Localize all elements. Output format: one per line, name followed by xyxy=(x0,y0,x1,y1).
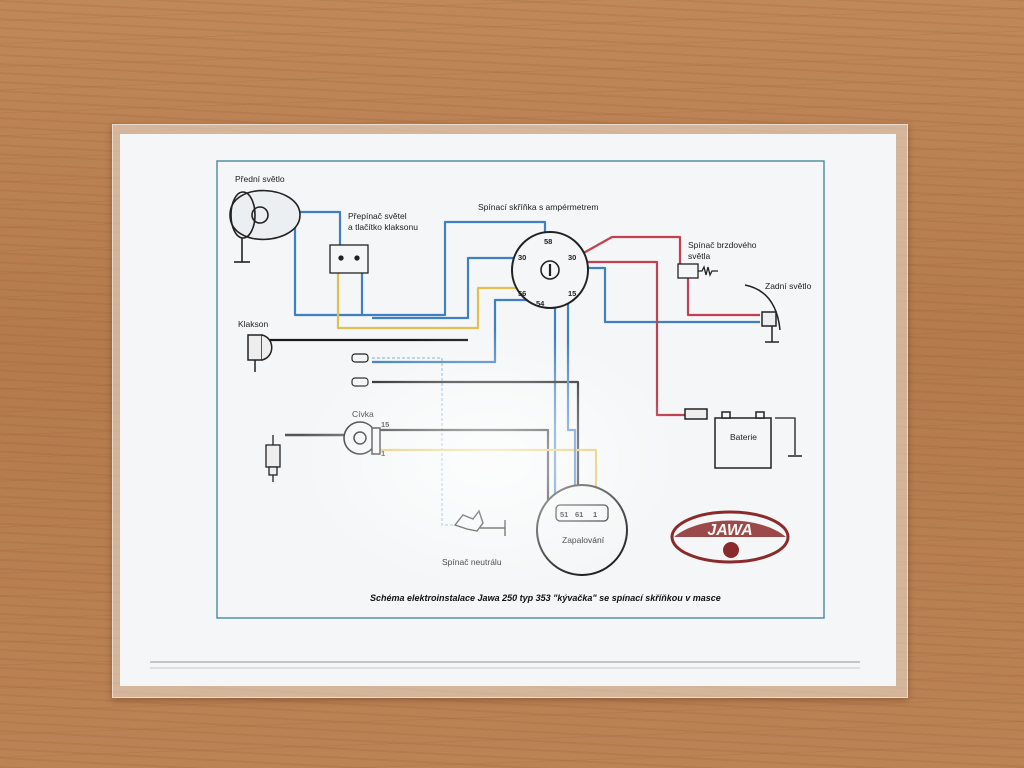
neutral-switch-icon xyxy=(453,509,506,536)
label-light-switch-2: a tlačítko klaksonu xyxy=(348,222,418,232)
wire-blue-tail xyxy=(585,266,760,324)
horn-icon xyxy=(247,334,273,372)
diagram-frame xyxy=(216,160,825,619)
wire-blue-15 xyxy=(566,300,577,505)
wire-blue-30 xyxy=(372,256,515,320)
coil-terminal-1: 1 xyxy=(381,449,385,458)
label-brake-switch-2: světla xyxy=(688,251,710,261)
label-tail-light: Zadní světlo xyxy=(765,281,812,291)
wire-red-battery xyxy=(585,260,685,417)
coil-terminal-15: 15 xyxy=(381,420,389,429)
tail-light-icon xyxy=(744,284,781,343)
label-headlight: Přední světlo xyxy=(235,174,285,184)
jawa-logo: JAWA xyxy=(670,510,790,564)
diagram-caption: Schéma elektroinstalace Jawa 250 typ 353… xyxy=(370,593,721,603)
label-brake-switch-1: Spínač brzdového xyxy=(688,240,757,250)
terminal-30-right: 30 xyxy=(568,253,576,262)
ignition-box-icon xyxy=(511,231,589,309)
wire-black-coil-15 xyxy=(380,428,550,505)
terminal-30-left: 30 xyxy=(518,253,526,262)
label-coil: Cívka xyxy=(352,409,374,419)
label-distributor: Zapalování xyxy=(562,535,605,545)
dist-terminal-51: 51 xyxy=(560,510,568,519)
dist-terminal-1: 1 xyxy=(593,510,597,519)
wire-blue-plug1 xyxy=(372,298,530,364)
terminal-15: 15 xyxy=(568,289,576,298)
terminal-58: 58 xyxy=(544,237,552,246)
wire-blue-dist xyxy=(553,300,560,507)
battery-icon xyxy=(684,408,772,469)
label-horn: Klakson xyxy=(238,319,269,329)
wire-battery-ground xyxy=(775,417,796,455)
wire-yellow-56 xyxy=(336,268,520,330)
headlight-icon xyxy=(229,189,301,263)
label-battery: Baterie xyxy=(730,432,757,442)
brake-switch-icon xyxy=(677,263,718,279)
dist-terminal-61: 61 xyxy=(575,510,583,519)
wire-red-brake xyxy=(579,235,682,268)
coil-icon xyxy=(343,421,381,455)
label-light-switch-1: Přepínač světel xyxy=(348,211,407,221)
terminal-54: 54 xyxy=(536,299,545,308)
wire-blue-to-58 xyxy=(293,220,547,317)
distributor-icon xyxy=(536,484,628,576)
wire-red-tail xyxy=(686,278,760,317)
logo-text: JAWA xyxy=(707,522,752,539)
label-neutral-switch: Spínač neutrálu xyxy=(442,557,502,567)
connector-block-icon xyxy=(351,353,369,387)
terminal-56: 56 xyxy=(518,289,526,298)
wire-blue-headlight xyxy=(298,210,342,245)
label-ignition-box: Spínací skříňka s ampérmetrem xyxy=(478,202,598,212)
light-switch-icon xyxy=(329,244,369,274)
spark-plug-icon xyxy=(265,435,281,482)
